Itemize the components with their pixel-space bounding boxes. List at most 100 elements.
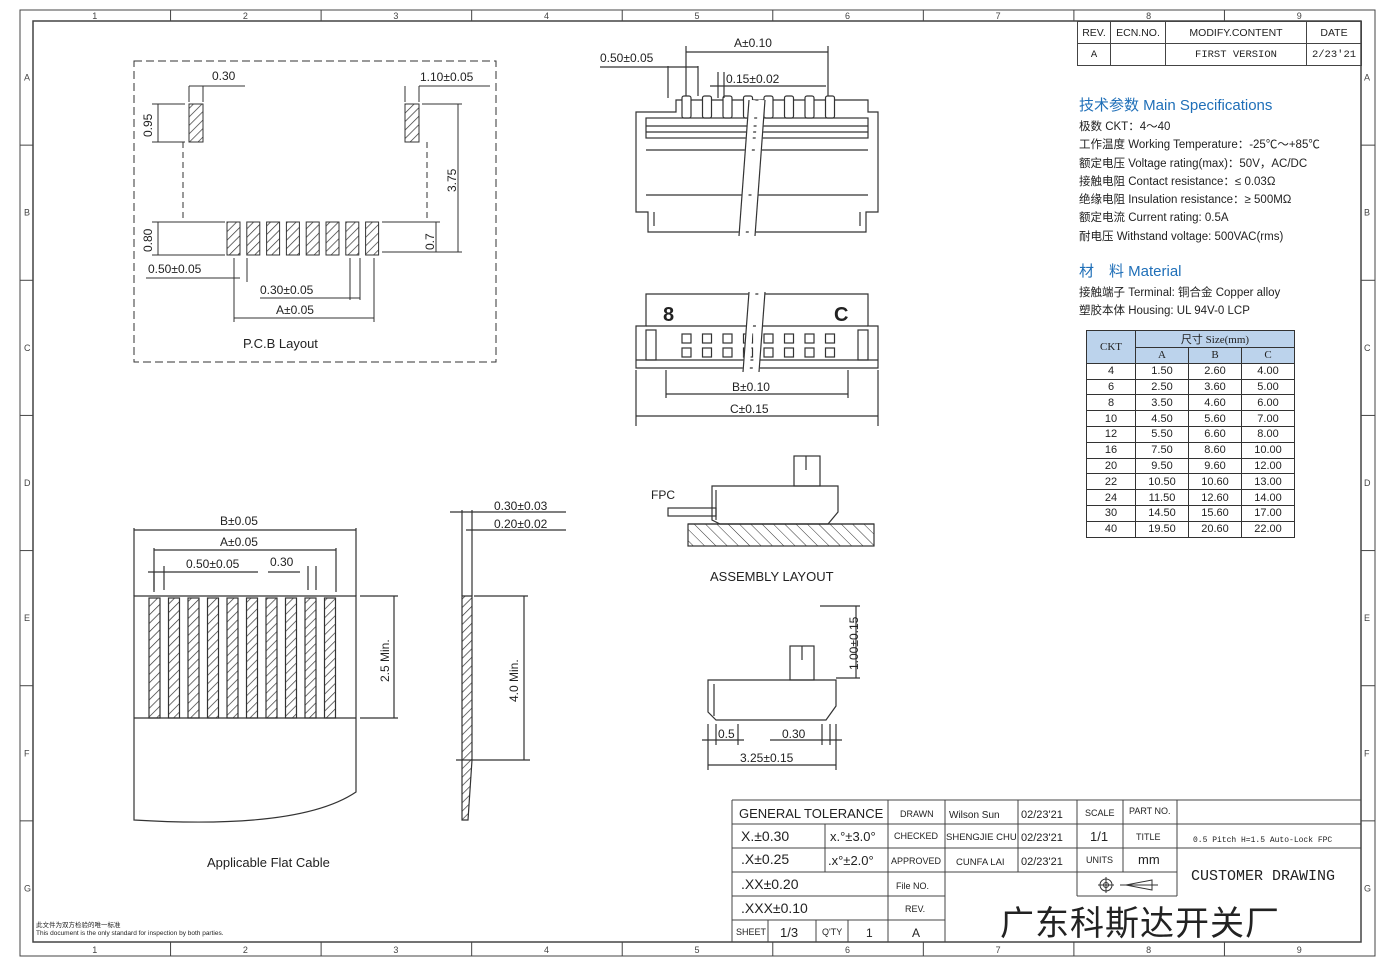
- column-marker: 3: [393, 11, 398, 21]
- row-marker: D: [1364, 478, 1371, 488]
- size-cell: 12.60: [1188, 489, 1242, 506]
- size-cell: 6.60: [1188, 425, 1242, 443]
- contact-window: [681, 333, 692, 344]
- row-marker: E: [1364, 613, 1370, 623]
- revision-header-row: REV. ECN.NO. MODIFY.CONTENT DATE: [1077, 21, 1362, 44]
- size-cell: 1.50: [1135, 362, 1189, 380]
- pcb-pad: [246, 221, 261, 256]
- contact-window: [722, 347, 733, 358]
- size-table-subheader-row: A B C: [1087, 347, 1295, 364]
- size-cell: 4: [1086, 362, 1136, 380]
- modify-cell: FIRST VERSION: [1165, 43, 1307, 66]
- flat-cable-view: [133, 528, 398, 823]
- col-c-header: C: [1241, 347, 1295, 364]
- spec-item: 耐电压 Withstand voltage: 500VAC(rms): [1079, 230, 1284, 243]
- top-view-dim-labels: 0.50±0.05 A±0.10 0.15±0.02: [600, 36, 780, 86]
- cable-dim-25: 2.5 Min.: [378, 639, 392, 682]
- size-cell: 10.00: [1241, 441, 1295, 459]
- side-dim-100: 1.00±0.15: [847, 616, 861, 670]
- cable-conductor: [206, 597, 220, 719]
- row-marker: A: [1364, 73, 1370, 83]
- contact-window: [783, 347, 795, 358]
- drawn-date: 02/23'21: [1021, 809, 1063, 821]
- column-marker: 4: [544, 11, 549, 21]
- pcb-dim-095: 0.95: [141, 113, 155, 137]
- column-marker: 7: [996, 11, 1001, 21]
- contact-window: [763, 347, 774, 358]
- pcb-pad: [285, 221, 300, 256]
- assembly-labels: FPC ASSEMBLY LAYOUT: [651, 488, 834, 584]
- connector-side-view: [702, 605, 860, 770]
- connector-pin: [681, 95, 692, 119]
- row-marker: B: [1364, 208, 1370, 218]
- cable-conductor: [226, 597, 239, 719]
- connector-pin: [701, 95, 713, 119]
- pcb-dim-labels: 0.30 1.10±0.05 0.95 3.75 0.80 0.7 0.50±0…: [141, 69, 474, 351]
- contact-window: [804, 333, 815, 344]
- specifications-title: 技术参数 Main Specifications: [1079, 97, 1273, 114]
- connector-pin: [763, 95, 774, 119]
- assembly-layout-view: [667, 455, 875, 547]
- title-label: TITLE: [1136, 832, 1161, 842]
- top-dim-050: 0.50±0.05: [600, 51, 654, 65]
- side-dim-030: 0.30: [782, 727, 806, 741]
- revision-table: REV. ECN.NO. MODIFY.CONTENT DATE A FIRST…: [1077, 21, 1362, 66]
- size-cell: 9.60: [1188, 457, 1242, 475]
- column-marker: 1: [92, 945, 97, 955]
- top-dim-a: A±0.10: [734, 36, 772, 50]
- size-cell: 10.60: [1188, 473, 1242, 491]
- pcb-pad: [345, 221, 360, 256]
- size-cell: 12.00: [1241, 457, 1295, 475]
- title-value: 0.5 Pitch H=1.5 Auto-Lock FPC: [1193, 836, 1332, 845]
- pcb-pad: [325, 221, 340, 256]
- contact-window: [824, 347, 836, 358]
- spec-item: 工作温度 Working Temperature：-25℃～+85℃: [1079, 139, 1320, 152]
- assembly-caption: ASSEMBLY LAYOUT: [710, 569, 834, 584]
- ckt-header: CKT: [1086, 330, 1136, 364]
- col-b-header: B: [1188, 347, 1242, 364]
- size-cell: 24: [1086, 489, 1136, 506]
- customer-drawing: CUSTOMER DRAWING: [1191, 868, 1335, 885]
- front-mark-left: 8: [663, 304, 674, 326]
- pcb-pad: [305, 221, 320, 256]
- cable-side-dim-40: 4.0 Min.: [507, 659, 521, 702]
- size-cell: 2.60: [1188, 362, 1242, 380]
- size-cell: 4.60: [1188, 394, 1242, 412]
- revision-row: A FIRST VERSION 2/23'21: [1077, 43, 1362, 66]
- size-cell: 11.50: [1135, 489, 1189, 506]
- main-specifications: 技术参数 Main Specifications 极数 CKT：4～40 工作温…: [1079, 96, 1369, 246]
- drawing-frame: [19, 9, 1376, 957]
- front-view-labels: 8 C B±0.10 C±0.15: [663, 304, 848, 416]
- size-cell: 10.50: [1135, 473, 1189, 491]
- sheet-label: SHEET: [736, 927, 767, 937]
- qty-value: 1: [866, 926, 873, 940]
- assembly-fpc-label: FPC: [651, 488, 675, 502]
- general-tolerance-label: GENERAL TOLERANCE: [739, 806, 884, 821]
- size-cell: 19.50: [1135, 520, 1189, 538]
- title-block-grid: [731, 799, 1361, 942]
- row-marker: F: [24, 748, 30, 758]
- row-marker: C: [24, 343, 31, 353]
- size-cell: 40: [1086, 520, 1136, 538]
- footnote: 此文件为双方检验的唯一标准 This document is the only …: [36, 922, 224, 938]
- file-no-label: File NO.: [896, 881, 929, 891]
- spec-item: 极数 CKT：4～40: [1079, 121, 1171, 133]
- cable-caption: Applicable Flat Cable: [207, 855, 330, 870]
- approved-date: 02/23'21: [1021, 856, 1063, 868]
- row-marker: C: [1364, 343, 1371, 353]
- column-marker: 9: [1297, 945, 1302, 955]
- pcb-pad: [266, 221, 281, 256]
- contact-window: [701, 333, 713, 344]
- cable-side-dim-030: 0.30±0.03: [494, 499, 548, 513]
- date-header: DATE: [1306, 21, 1362, 44]
- tolerance-x: X.±0.30: [741, 828, 789, 844]
- size-cell: 9.50: [1135, 457, 1189, 475]
- cable-side-view: [450, 510, 566, 821]
- date-cell: 2/23'21: [1306, 43, 1362, 66]
